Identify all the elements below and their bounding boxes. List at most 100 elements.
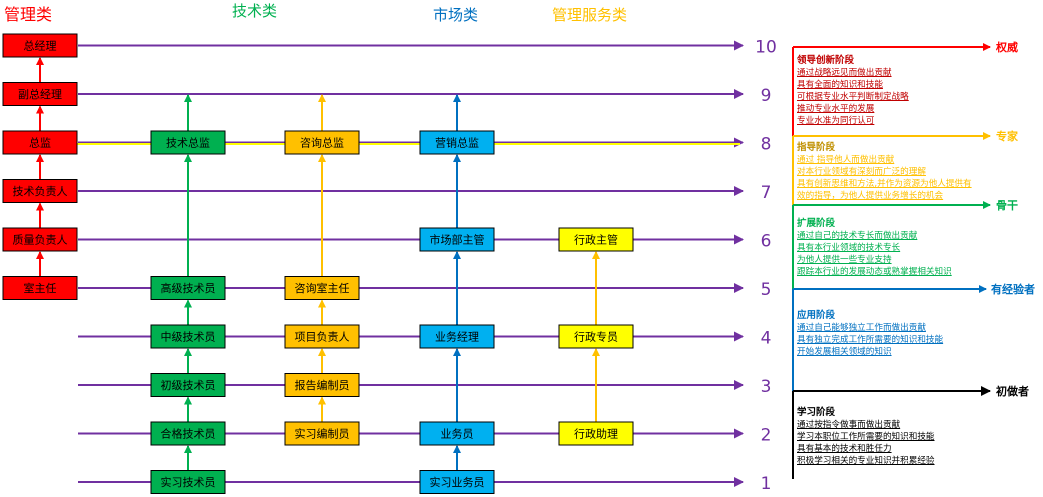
consult-box-4: 项目负责人	[284, 324, 360, 349]
stage-line: 通过战略远见而做出贡献	[797, 68, 892, 78]
service-box-4: 行政专员	[558, 324, 634, 349]
consult-box-label: 报告编制员	[295, 378, 350, 392]
consult-box-label: 咨询室主任	[295, 281, 350, 295]
market-box-1: 实习业务员	[419, 470, 495, 494]
consult-box-label: 咨询总监	[300, 136, 344, 150]
level-number-10: 10	[755, 38, 777, 58]
tier-label-3: 有经验者	[991, 282, 1035, 296]
service-box-label: 行政助理	[574, 427, 618, 441]
tech-box-label: 技术总监	[166, 136, 210, 150]
stage-title: 学习阶段	[797, 407, 836, 418]
tech-box-2: 合格技术员	[150, 421, 226, 446]
level-number-5: 5	[761, 280, 772, 300]
tech-box-1: 实习技术员	[150, 470, 226, 494]
level-number-7: 7	[761, 183, 772, 203]
stage-line: 通过自己能够独立工作而做出贡献	[797, 323, 926, 333]
header-market: 市场类	[433, 6, 478, 24]
level-number-4: 4	[761, 329, 772, 349]
service-box-label: 行政专员	[574, 330, 618, 344]
connectors	[36, 57, 600, 471]
stage-line: 通过 指导他人而做出贡献	[797, 155, 895, 165]
stage-line: 专业水准为同行认可	[797, 116, 875, 126]
tech-box-label: 中级技术员	[161, 331, 216, 344]
level-number-6: 6	[761, 232, 772, 252]
stage-panel-4: 学习阶段通过按指令做事而做出贡献学习本职位工作所需要的知识和技能具有基本的技术和…	[797, 407, 997, 467]
tech-box-label: 高级技术员	[161, 281, 216, 295]
tier-label-4: 初做者	[996, 384, 1029, 398]
market-box-8: 营销总监	[419, 130, 495, 155]
level-number-2: 2	[761, 426, 772, 446]
tech-box-4: 中级技术员	[150, 324, 226, 349]
stage-title: 指导阶段	[797, 142, 836, 153]
stage-line: 具有全面的知识和技能	[797, 80, 883, 90]
consult-box-label: 实习编制员	[295, 427, 350, 441]
market-box-6: 市场部主管	[419, 227, 495, 252]
header-mgmt: 管理类	[4, 5, 52, 24]
mgmt-box-label: 总经理	[24, 39, 57, 53]
stage-line: 通过按指令做事而做出贡献	[797, 420, 901, 430]
stage-line: 具有创新思维和方法,并作为资源为他人提供有	[797, 179, 972, 189]
mgmt-box-label: 质量负责人	[13, 233, 68, 247]
level-lines	[78, 40, 744, 487]
mgmt-box-label: 技术负责人	[13, 184, 68, 198]
mgmt-box-8: 总监	[2, 130, 78, 155]
tier-label-2: 骨干	[996, 199, 1018, 212]
consult-box-8: 咨询总监	[284, 130, 360, 155]
tech-box-8: 技术总监	[150, 130, 226, 155]
mgmt-box-label: 副总经理	[18, 87, 62, 101]
market-box-label: 业务员	[441, 428, 474, 441]
header-service: 管理服务类	[552, 6, 627, 24]
stage-line: 推动专业水平的发展	[797, 104, 875, 114]
consult-box-5: 咨询室主任	[284, 276, 360, 300]
stage-panel-0: 领导创新阶段通过战略远见而做出贡献具有全面的知识和技能可根据专业水平判断制定战略…	[797, 55, 997, 127]
stage-line: 具有基本的技术和胜任力	[797, 444, 892, 454]
level-number-8: 8	[761, 135, 772, 155]
stage-title: 应用阶段	[797, 310, 836, 321]
mgmt-box-5: 室主任	[2, 276, 78, 300]
tech-box-label: 实习技术员	[161, 475, 216, 489]
stage-panel-1: 指导阶段通过 指导他人而做出贡献对本行业领域有深刻而广泛的理解具有创新思维和方法…	[797, 142, 997, 202]
stage-panel-2: 扩展阶段通过自己的技术专长而做出贡献具有本行业领域的技术专长为他人提供一些专业支…	[797, 218, 997, 278]
market-box-label: 市场部主管	[430, 233, 485, 247]
mgmt-box-9: 副总经理	[2, 82, 78, 106]
service-box-2: 行政助理	[558, 421, 634, 446]
stage-title: 扩展阶段	[797, 218, 836, 229]
consult-box-label: 项目负责人	[295, 330, 350, 344]
service-box-6: 行政主管	[558, 227, 634, 252]
stage-line: 开始发展相关领域的知识	[797, 347, 892, 357]
tech-box-label: 合格技术员	[161, 427, 216, 441]
service-box-label: 行政主管	[574, 233, 618, 247]
stage-line: 具有独立完成工作所需要的知识和技能	[797, 335, 944, 345]
stage-line: 学习本职位工作所需要的知识和技能	[797, 432, 935, 442]
market-box-2: 业务员	[419, 421, 495, 446]
tech-box-5: 高级技术员	[150, 276, 226, 300]
consult-box-3: 报告编制员	[284, 373, 360, 397]
stage-panel-3: 应用阶段通过自己能够独立工作而做出贡献具有独立完成工作所需要的知识和技能开始发展…	[797, 310, 997, 358]
tech-box-label: 初级技术员	[161, 378, 216, 392]
tier-label-1: 专家	[996, 129, 1019, 143]
tech-box-3: 初级技术员	[150, 373, 226, 397]
level-number-3: 3	[761, 377, 772, 397]
stage-line: 通过自己的技术专长而做出贡献	[797, 231, 918, 241]
market-box-4: 业务经理	[419, 324, 495, 349]
stage-line: 对本行业领域有深刻而广泛的理解	[797, 167, 926, 177]
level-number-1: 1	[761, 474, 772, 494]
mgmt-box-10: 总经理	[2, 33, 78, 58]
market-box-label: 营销总监	[435, 136, 479, 150]
stage-line: 效的指导，为他人提供业务增长的机会	[797, 191, 944, 201]
mgmt-box-7: 技术负责人	[2, 179, 78, 203]
consult-box-2: 实习编制员	[284, 421, 360, 446]
stage-line: 具有本行业领域的技术专长	[797, 243, 901, 253]
stage-line: 可根据专业水平判断制定战略	[797, 92, 909, 102]
mgmt-box-label: 总监	[29, 136, 51, 150]
stage-title: 领导创新阶段	[797, 55, 855, 66]
market-box-label: 实习业务员	[430, 475, 485, 489]
stage-line: 跟踪本行业的发展动态或熟掌握相关知识	[797, 267, 952, 277]
header-tech: 技术类	[232, 2, 277, 20]
tier-label-0: 权威	[995, 40, 1018, 54]
mgmt-box-6: 质量负责人	[2, 227, 78, 252]
